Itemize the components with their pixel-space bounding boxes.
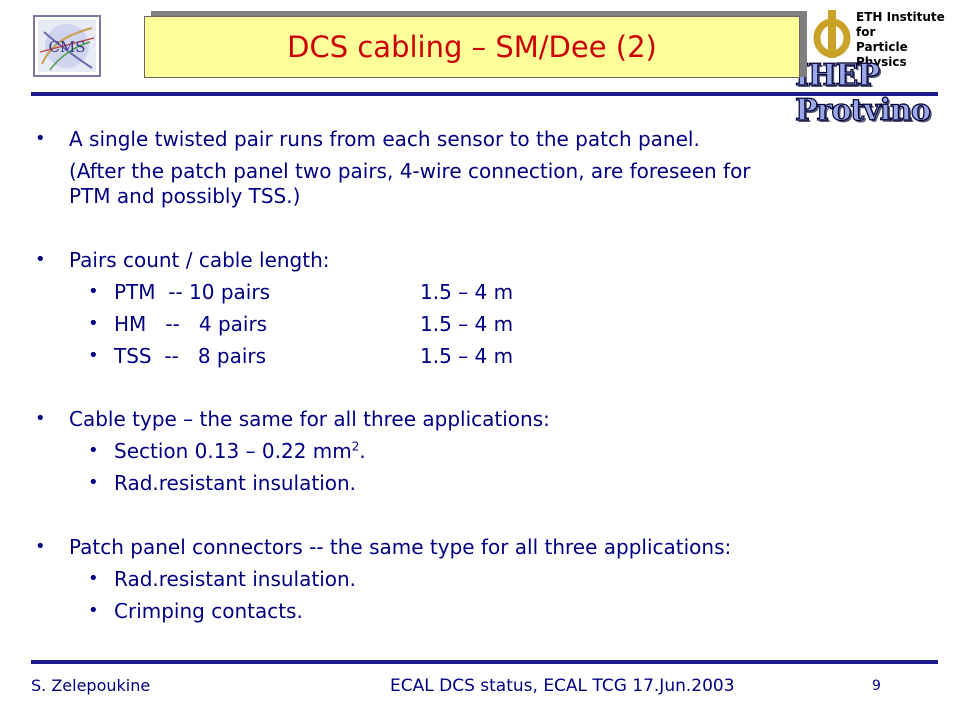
cable-section: Section 0.13 – 0.22 mm2. bbox=[114, 439, 366, 463]
section-suffix: . bbox=[359, 439, 366, 463]
cable-length: 1.5 – 4 m bbox=[420, 344, 514, 368]
sub-bullet-dot: • bbox=[88, 600, 99, 621]
bullet-dot: • bbox=[35, 249, 46, 270]
sub-bullet-dot: • bbox=[88, 568, 99, 589]
bullet-dot: • bbox=[35, 408, 46, 429]
cable-length: 1.5 – 4 m bbox=[420, 312, 514, 336]
sub-bullet-dot: • bbox=[88, 281, 99, 302]
eth-logo: ETH Institute for Particle Physics bbox=[810, 8, 945, 69]
note-line: PTM and possibly TSS.) bbox=[69, 184, 301, 208]
eth-line-2: Particle Physics bbox=[856, 40, 908, 69]
cms-logo: CMS bbox=[30, 12, 104, 78]
slide-body: • A single twisted pair runs from each s… bbox=[35, 127, 751, 623]
cable-length: 1.5 – 4 m bbox=[420, 280, 514, 304]
sub-bullet-dot: • bbox=[88, 440, 99, 461]
sub-bullet-dot: • bbox=[88, 472, 99, 493]
header-divider bbox=[31, 92, 938, 96]
bullet-dot: • bbox=[35, 536, 46, 557]
bullet-text: Pairs count / cable length: bbox=[69, 248, 330, 272]
footer-divider bbox=[31, 660, 938, 664]
sub-bullet-dot: • bbox=[88, 313, 99, 334]
insulation-text: Rad.resistant insulation. bbox=[114, 471, 357, 495]
sub-bullet-dot: • bbox=[88, 345, 99, 366]
bullet-text: A single twisted pair runs from each sen… bbox=[69, 127, 700, 151]
footer-author: S. Zelepoukine bbox=[31, 676, 151, 695]
eth-line-1: ETH Institute for bbox=[856, 10, 945, 39]
pair-count-label: TSS -- 8 pairs bbox=[114, 344, 267, 368]
footer-event: ECAL DCS status, ECAL TCG 17.Jun.2003 bbox=[390, 676, 735, 696]
bullet-dot: • bbox=[35, 128, 46, 149]
section-superscript: 2 bbox=[351, 439, 360, 454]
cms-logo-text: CMS bbox=[48, 38, 85, 56]
slide-title: DCS cabling – SM/Dee (2) bbox=[144, 16, 800, 78]
section-text: Section 0.13 – 0.22 mm bbox=[114, 439, 352, 463]
connector-item: Rad.resistant insulation. bbox=[114, 567, 357, 591]
connector-item: Crimping contacts. bbox=[114, 599, 303, 623]
eth-text: ETH Institute for Particle Physics bbox=[856, 10, 945, 70]
note-line: (After the patch panel two pairs, 4-wire… bbox=[69, 159, 751, 183]
pair-count-label: HM -- 4 pairs bbox=[114, 312, 268, 336]
bullet-text: Patch panel connectors -- the same type … bbox=[69, 535, 732, 559]
bullet-text: Cable type – the same for all three appl… bbox=[69, 407, 550, 431]
page-number: 9 bbox=[872, 678, 881, 694]
ihep-logo: IHEP Protvino bbox=[794, 57, 931, 128]
pair-count-label: PTM -- 10 pairs bbox=[114, 280, 270, 304]
